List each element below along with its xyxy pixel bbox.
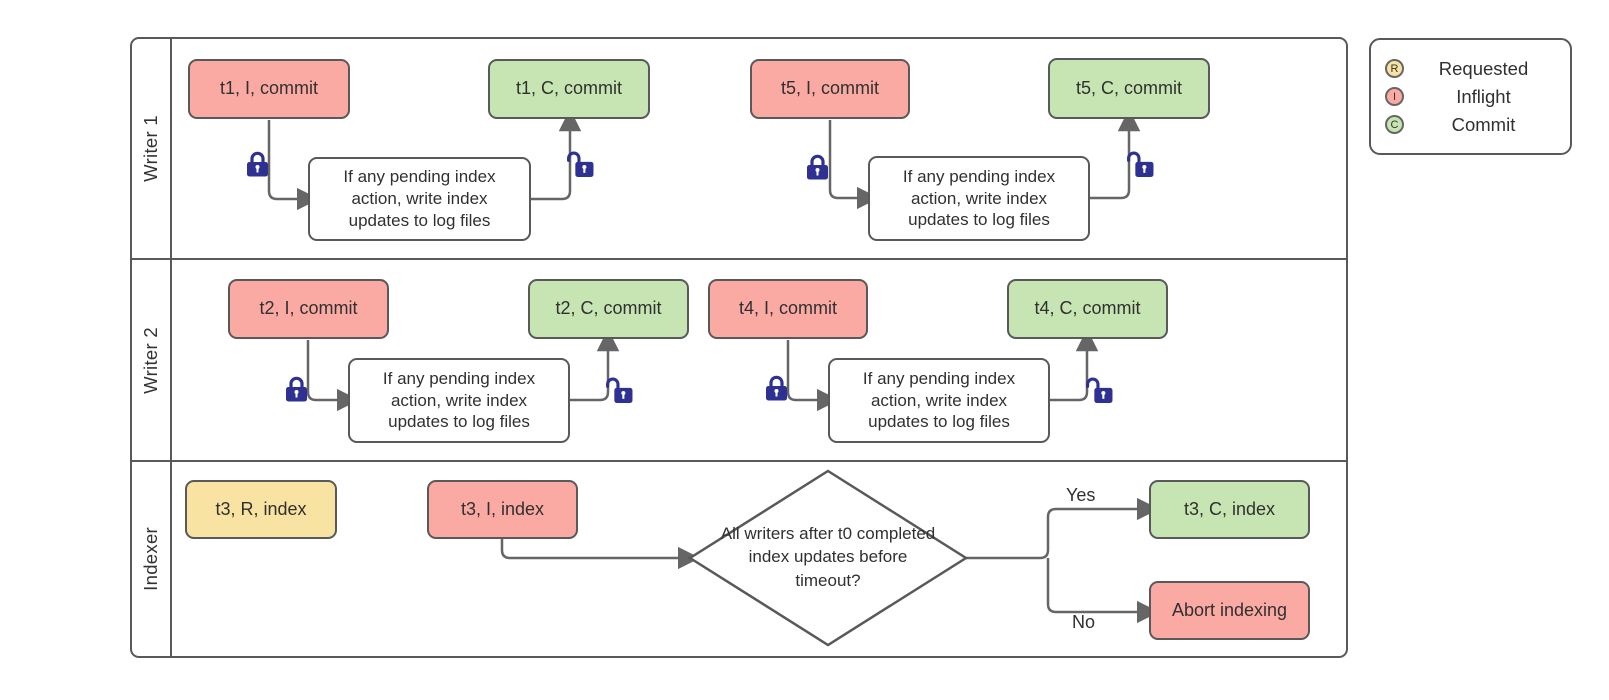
lock-open-icon [606, 377, 633, 403]
node-t1-process: If any pending index action, write index… [308, 157, 531, 241]
lock-closed-icon [286, 376, 307, 402]
lane-indexer: Indexer [132, 462, 170, 656]
legend: R Requested I Inflight C Commit [1369, 38, 1572, 155]
branch-label-no: No [1072, 612, 1096, 632]
lock-open-icon [1086, 377, 1113, 403]
legend-item-inflight: I Inflight [1385, 86, 1558, 108]
lock-open-icon [1127, 151, 1154, 177]
legend-label-requested: Requested [1438, 57, 1529, 79]
node-t4-commit: t4, C, commit [1007, 279, 1168, 339]
node-t5-inflight: t5, I, commit [750, 59, 910, 119]
node-t5-process: If any pending index action, write index… [868, 156, 1090, 241]
lane-label-writer-1: Writer 1 [140, 115, 161, 182]
lock-closed-icon [247, 151, 268, 177]
lock-closed-icon [807, 154, 828, 180]
decision-label: All writers after t0 completed index upd… [720, 524, 936, 590]
lane-divider-2 [130, 460, 1348, 462]
lane-divider-1 [130, 258, 1348, 260]
node-t5-commit: t5, C, commit [1048, 58, 1210, 119]
node-t1-commit: t1, C, commit [488, 59, 650, 119]
requested-badge-icon: R [1385, 59, 1404, 78]
lane-label-indexer: Indexer [140, 527, 161, 591]
lock-open-icon [567, 151, 594, 177]
node-t2-commit: t2, C, commit [528, 279, 689, 339]
commit-badge-icon: C [1385, 115, 1404, 134]
lane-writer-2: Writer 2 [132, 260, 170, 460]
node-abort-indexing: Abort indexing [1149, 581, 1310, 640]
legend-label-inflight: Inflight [1456, 85, 1511, 107]
lane-label-writer-2: Writer 2 [140, 326, 161, 394]
lock-closed-icon [766, 375, 787, 401]
node-t4-process: If any pending index action, write index… [828, 358, 1050, 443]
legend-item-requested: R Requested [1385, 58, 1558, 80]
node-t3-requested: t3, R, index [185, 480, 337, 539]
node-t3-commit: t3, C, index [1149, 480, 1310, 539]
node-t1-inflight: t1, I, commit [188, 59, 350, 119]
branch-label-yes: Yes [1066, 485, 1096, 505]
node-t2-inflight: t2, I, commit [228, 279, 389, 339]
lane-title-divider [170, 37, 172, 658]
inflight-badge-icon: I [1385, 87, 1404, 106]
node-t2-process: If any pending index action, write index… [348, 358, 570, 443]
legend-label-commit: Commit [1451, 113, 1516, 135]
node-t4-inflight: t4, I, commit [708, 279, 868, 339]
node-t3-inflight: t3, I, index [427, 480, 578, 539]
lane-writer-1: Writer 1 [132, 39, 170, 258]
legend-item-commit: C Commit [1385, 114, 1558, 136]
